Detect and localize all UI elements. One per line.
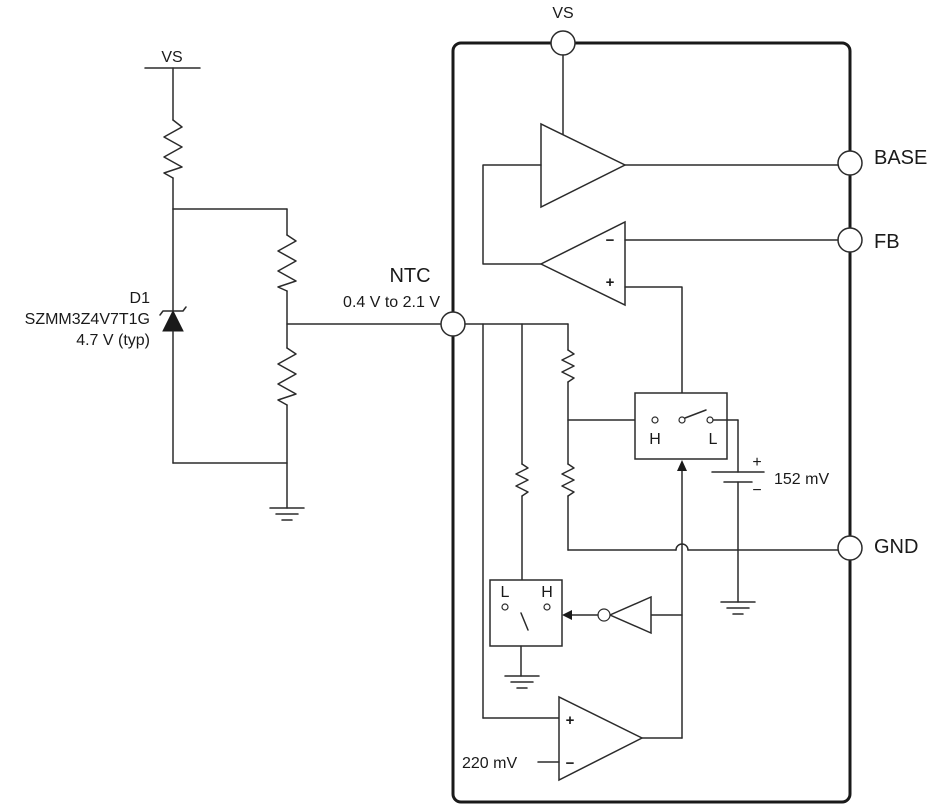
pin-ntc: NTC 0.4 V to 2.1 V [343, 265, 466, 337]
diode-voltage-label: 4.7 V (typ) [76, 332, 150, 349]
selector-switch-2 [489, 579, 563, 647]
pin-gnd-label: GND [874, 536, 918, 558]
resistor-internal-upper [561, 349, 575, 383]
pin-base-label: BASE [874, 147, 927, 169]
ref220-label: 220 mV [462, 755, 517, 772]
error-amp-minus: − [606, 232, 615, 249]
inverter [608, 595, 652, 635]
pin-fb: FB [837, 227, 900, 253]
ground-symbol-ref [720, 601, 756, 615]
diode-ref-label: D1 [130, 290, 151, 307]
ground-symbol-switch [504, 675, 540, 689]
internal-circuit: − + H L + − 152 mV [462, 54, 839, 782]
pin-vs: VS [550, 5, 576, 56]
comparator [558, 695, 644, 782]
resistor-divider-lower [277, 347, 297, 406]
selector-switch-1 [634, 392, 728, 460]
switch2-low-label: L [501, 584, 510, 601]
resistor-internal-lower [561, 463, 575, 497]
pin-vs-label: VS [552, 5, 573, 22]
resistor-divider-upper [277, 234, 297, 292]
base-driver-amp [540, 122, 627, 209]
external-circuit: VS D1 SZMM3Z4V7T1G 4.7 V (typ) [25, 49, 441, 521]
pin-base: BASE [837, 147, 927, 176]
comparator-minus: − [566, 755, 575, 772]
error-amp [539, 220, 626, 307]
ntc-range-label: 0.4 V to 2.1 V [343, 294, 440, 311]
pin-ntc-label: NTC [389, 265, 430, 287]
resistor-top [163, 119, 183, 179]
error-amp-plus: + [606, 274, 615, 291]
zener-diode [162, 309, 184, 332]
comparator-plus: + [566, 712, 575, 729]
resistor-internal-mid [515, 463, 529, 497]
diode-part-label: SZMM3Z4V7T1G [25, 311, 150, 328]
ext-vs-label: VS [161, 49, 182, 66]
ref152-label: 152 mV [774, 471, 829, 488]
reference-152mv: + − 152 mV [711, 454, 829, 499]
pin-gnd: GND [837, 535, 918, 561]
switch1-low-label: L [709, 431, 718, 448]
ref152-plus: + [752, 454, 761, 471]
pin-fb-label: FB [874, 231, 900, 253]
ref152-minus: − [752, 482, 761, 499]
ic-outline [451, 41, 852, 804]
ground-symbol-external [269, 507, 305, 521]
switch2-high-label: H [541, 584, 553, 601]
switch1-high-label: H [649, 431, 661, 448]
